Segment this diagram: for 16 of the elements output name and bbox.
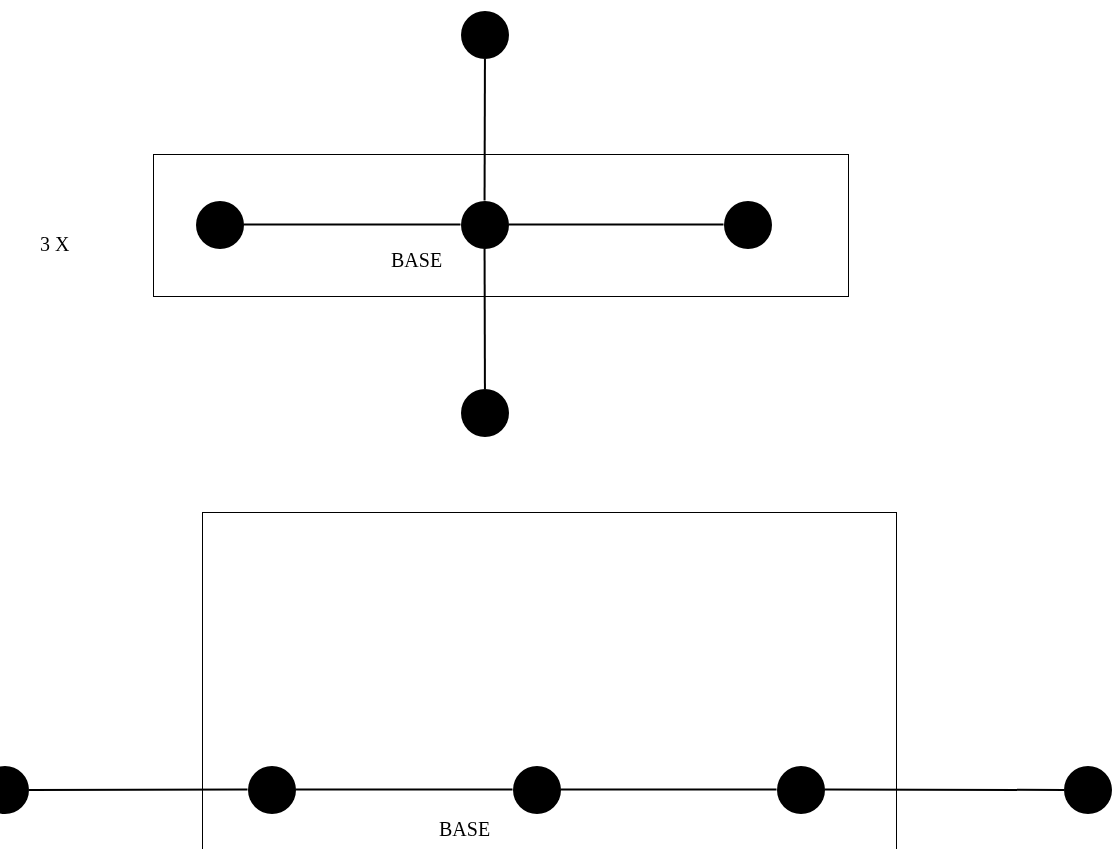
base-box bbox=[202, 512, 897, 849]
connector-line bbox=[507, 223, 725, 226]
multiplier-label: 3 X bbox=[40, 233, 70, 256]
connector-line bbox=[823, 788, 1065, 791]
dot-node bbox=[461, 389, 509, 437]
connector-line bbox=[294, 788, 514, 791]
connector-line bbox=[483, 247, 486, 390]
connector-line bbox=[242, 223, 462, 226]
dot-node bbox=[1064, 766, 1112, 814]
connector-line bbox=[559, 788, 778, 791]
dot-node bbox=[461, 11, 509, 59]
connector-line bbox=[28, 788, 249, 791]
box-label: BASE bbox=[439, 818, 491, 841]
connector-line bbox=[483, 58, 486, 202]
box-label: BASE bbox=[391, 249, 443, 272]
base-box bbox=[153, 154, 849, 297]
